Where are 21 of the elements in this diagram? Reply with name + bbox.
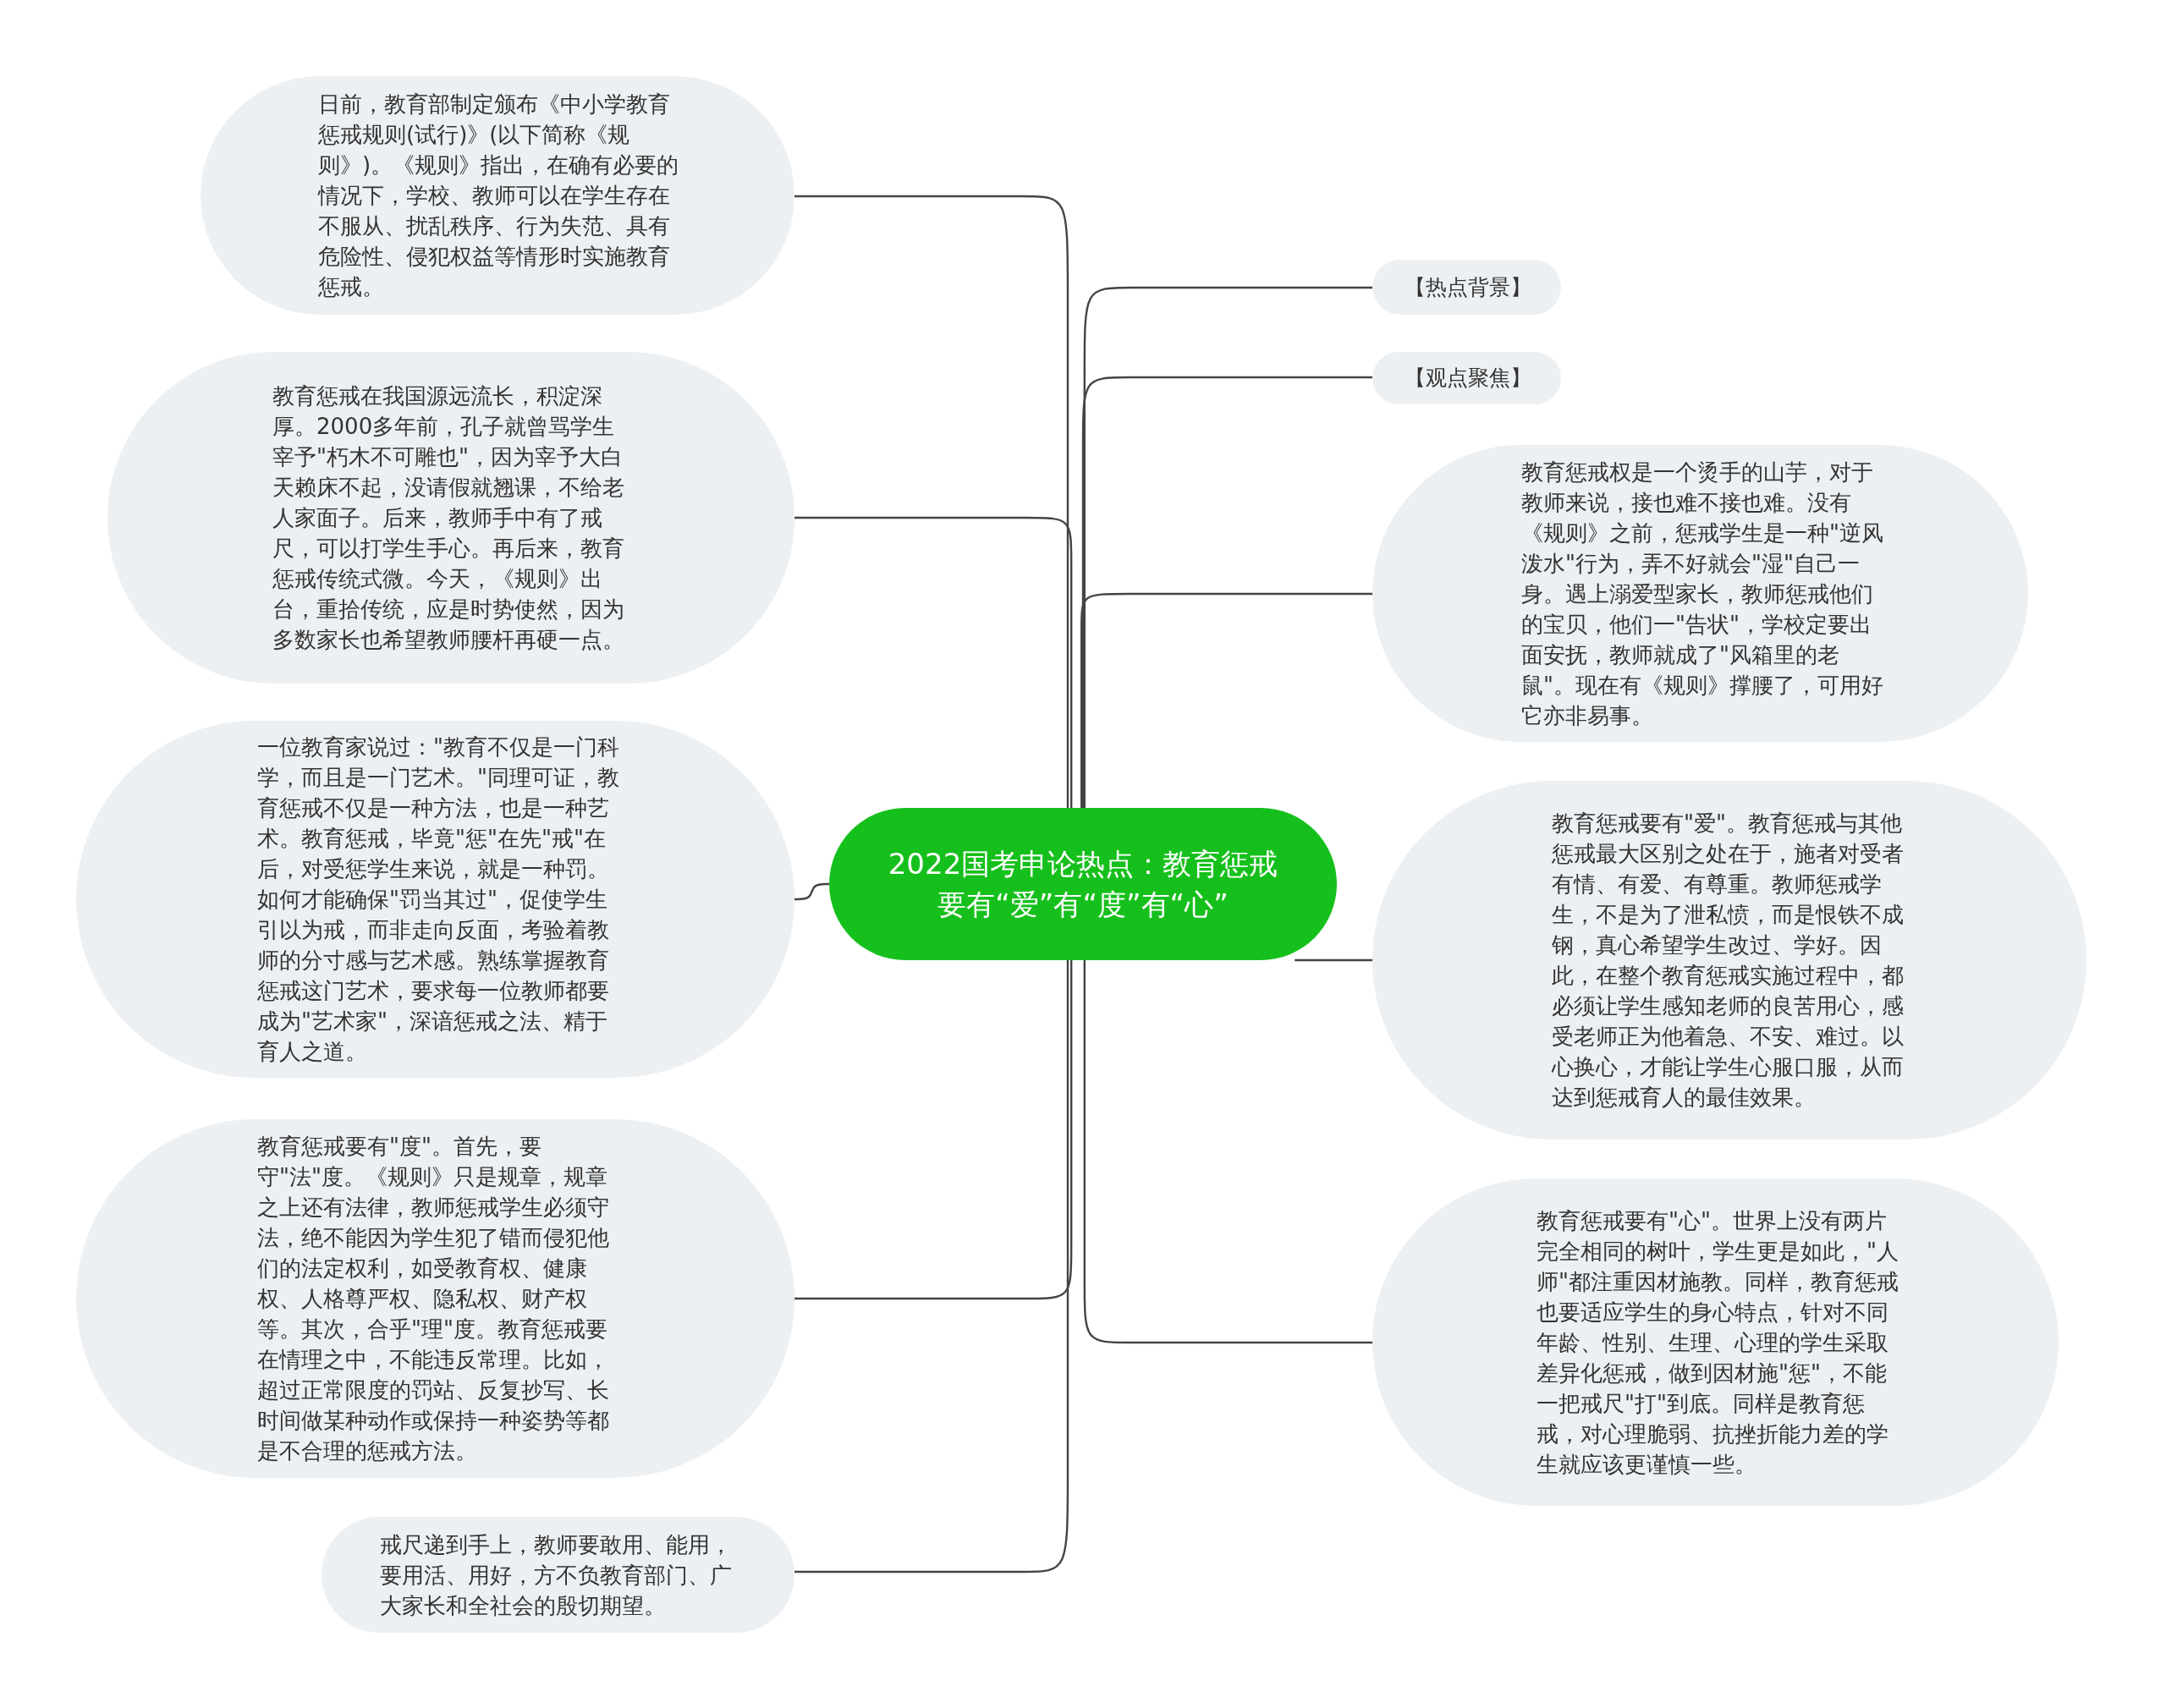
connector-line bbox=[1295, 958, 1372, 962]
connector-line bbox=[1083, 286, 1372, 808]
connector-line bbox=[794, 516, 1073, 808]
topic-title: 2022国考申论热点：教育惩戒要有“爱”有“度”有“心” bbox=[887, 846, 1279, 923]
topic-text: 【观点聚焦】 bbox=[1405, 365, 1532, 392]
topic-text: 教育惩戒要有"度"。首先，要守"法"度。《规则》只是规章，规章之上还有法律，教师惩戒学生必须守法，绝不能因为学生犯了错而侵犯他们的法定权利，如受教育权、健康权、人格尊严权、隐私权、财产权等。其次，合乎"理"度。教育惩戒要在情理之中，不能违反常理。比如，超过正常限度的罚站、反复抄写、长时间做某种动作或保持一种姿势等都是不合理的惩戒方法。 bbox=[257, 1133, 610, 1465]
topic-text: 教育惩戒在我国源远流长，积淀深厚。2000多年前，孔子就曾骂学生宰予"朽木不可雕也"，因为宰予大白天赖床不起，没请假就翘课，不给老人家面子。后来，教师手中有了戒尺，可以打学生手心。再后来，教育惩戒传统式微。今天，《规则》出台，重拾传统，应是时势使然，因为多数家长也希望教师腰杆再硬一点。 bbox=[272, 382, 625, 654]
connector-line bbox=[1083, 960, 1372, 1344]
connector-line bbox=[1080, 592, 1372, 808]
topic-text: 教育惩戒权是一个烫手的山芋，对于教师来说，接也难不接也难。没有《规则》之前，惩戒学生是一种"逆风泼水"行为，弄不好就会"湿"自己一身。遇上溺爱型家长，教师惩戒他们的宝贝，他们一"告状"，学校定要出面安抚，教师就成了"风箱里的老鼠"。现在有《规则》撑腰了，可用好它亦非易事。 bbox=[1521, 458, 1884, 730]
topic-text: 【热点背景】 bbox=[1405, 273, 1532, 301]
topic-text: 一位教育家说过："教育不仅是一门科学，而且是一门艺术。"同理可证，教育惩戒不仅是一种方法，也是一种艺术。教育惩戒，毕竟"惩"在先"戒"在后，对受惩学生来说，就是一种罚。如何才能确保"罚当其过"，促使学生引以为戒，而非走向反面，考验着教师的分寸感与艺术感。熟练掌握教育惩戒这门艺术，要求每一位教师都要成为"艺术家"，深谙惩戒之法、精于育人之道。 bbox=[257, 733, 620, 1066]
connector-line bbox=[794, 882, 829, 901]
connector-line bbox=[1081, 376, 1372, 808]
topic-text: 日前，教育部制定颁布《中小学教育惩戒规则(试行)》(以下简称《规则》)。《规则》指出，在确有必要的情况下，学校、教师可以在学生存在不服从、扰乱秩序、行为失范、具有危险性、侵犯权益等情形时实施教育惩戒。 bbox=[318, 91, 680, 301]
topic-text: 戒尺递到手上，教师要敢用、能用，要用活、用好，方不负教育部门、广大家长和全社会的殷切期望。 bbox=[380, 1530, 733, 1620]
connector-line bbox=[794, 195, 1069, 808]
topic-text: 教育惩戒要有"心"。世界上没有两片完全相同的树叶，学生更是如此，"人师"都注重因材施教。同样，教育惩戒也要适应学生的身心特点，针对不同年龄、性别、生理、心理的学生采取差异化惩戒，做到因材施"惩"，不能一把戒尺"打"到底。同样是教育惩戒，对心理脆弱、抗挫折能力差的学生就应该更谨慎一些。 bbox=[1537, 1206, 1899, 1479]
connector-line bbox=[794, 960, 1073, 1300]
connector-line bbox=[794, 960, 1069, 1573]
topic-text: 教育惩戒要有"爱"。教育惩戒与其他惩戒最大区别之处在于，施者对受者有情、有爱、有尊重。教师惩戒学生，不是为了泄私愤，而是恨铁不成钢，真心希望学生改过、学好。因此，在整个教育惩戒实施过程中，都必须让学生感知老师的良苦用心，感受老师正为他着急、不安、难过。以心换心，才能让学生心服口服，从而达到惩戒育人的最佳效果。 bbox=[1552, 810, 1905, 1112]
